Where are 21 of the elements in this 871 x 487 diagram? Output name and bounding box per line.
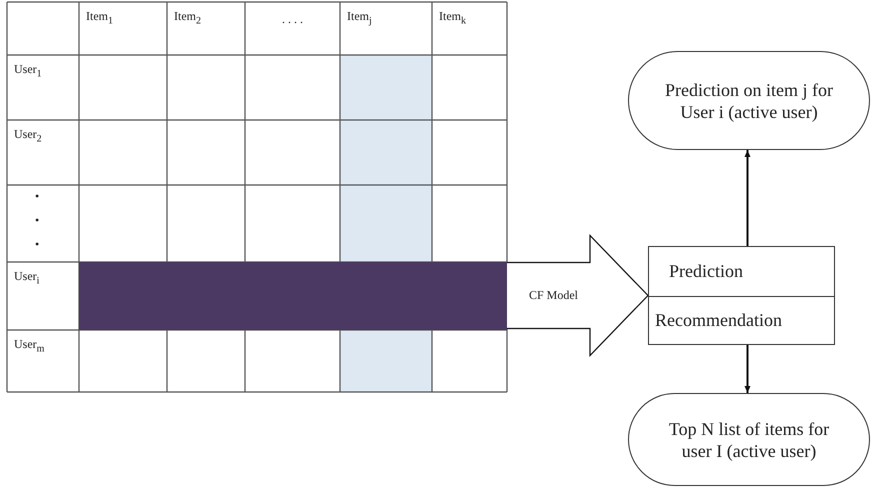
- block-arrow: [506, 234, 649, 357]
- highlighted-row-bar: [79, 262, 507, 330]
- cell-label: Item$_{j}$: [347, 9, 372, 28]
- cell-label: User$_{2}$: [14, 127, 42, 146]
- cell-label: User$_{1}$: [14, 62, 42, 82]
- cell-label: User$_{m}$: [14, 337, 44, 356]
- cell-label: User$_{i}$: [14, 269, 40, 288]
- box-section-text: Recommendation: [655, 310, 782, 332]
- box-section-text: Prediction: [669, 260, 743, 282]
- ellipsis-dot: •: [35, 189, 40, 203]
- ellipsis-dot: •: [35, 237, 40, 251]
- ellipsis-text: . . . .: [282, 12, 303, 26]
- oval-text: Prediction on item j for User i (active user): [664, 78, 834, 122]
- arrow: [744, 150, 750, 246]
- cell-label: Item$_{1}$: [86, 9, 113, 28]
- ellipsis-dot: •: [35, 213, 40, 227]
- oval-text: Top N list of items for user I (active user): [668, 418, 830, 462]
- arrow: [744, 345, 750, 393]
- cell-label: Item$_{2}$: [174, 9, 201, 28]
- split-process-box: [648, 246, 835, 345]
- cell-label: Item$_{k}$: [439, 9, 466, 28]
